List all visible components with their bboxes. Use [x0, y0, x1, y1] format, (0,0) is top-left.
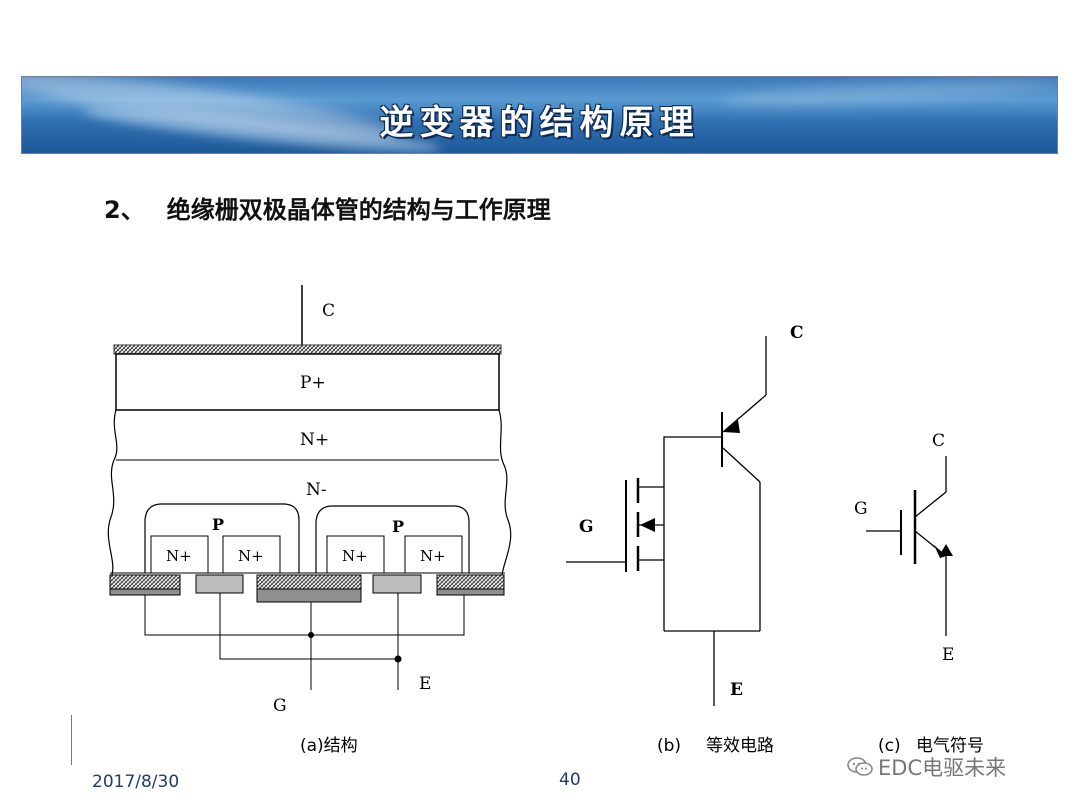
n-plus-cell-label: N+ — [420, 547, 446, 565]
n-plus-cell-label: N+ — [238, 547, 264, 565]
title-banner: 逆变器的结构原理 — [21, 76, 1058, 154]
watermark: EDC电驱未来 — [846, 752, 1006, 782]
n-plus-cell-label: N+ — [166, 547, 192, 565]
equiv-emitter-label: E — [730, 680, 743, 700]
caption-equivalent-text: 等效电路 — [706, 736, 774, 756]
p-well-left — [144, 503, 300, 573]
caption-equivalent-letter: (b) — [657, 736, 681, 756]
caption-structure: (a)结构 — [300, 736, 358, 756]
igbt-electrical-symbol: C G E (c) 电气符号 — [854, 431, 984, 756]
symbol-emitter-label: E — [942, 645, 954, 665]
symbol-collector-label: C — [932, 431, 945, 451]
p-well-right-label: P — [392, 517, 404, 536]
gate-electrode-left — [195, 574, 244, 594]
igbt-equivalent-circuit: C G E (b) 等效电路 — [566, 323, 804, 756]
p-well-left-label: P — [212, 515, 224, 534]
n-plus-cell-label: N+ — [342, 547, 368, 565]
section-number: 2、 — [104, 196, 145, 224]
gate-electrode-right — [372, 574, 422, 594]
igbt-structure-diagram: C P+ N+ N- P N+ N+ P N+ N+ — [107, 285, 512, 756]
wechat-icon — [846, 756, 874, 778]
slide-title: 逆变器的结构原理 — [379, 103, 700, 143]
p-plus-layer — [115, 353, 500, 411]
caption-symbol-letter: (c) — [878, 736, 901, 756]
caption-symbol-text: 电气符号 — [916, 736, 984, 756]
p-plus-label: P+ — [300, 373, 326, 393]
n-minus-label: N- — [306, 480, 327, 500]
collector-metal — [113, 344, 502, 355]
equiv-collector-label: C — [790, 323, 804, 343]
structure-gate-label: G — [273, 696, 287, 716]
structure-collector-label: C — [322, 301, 335, 321]
section-text: 绝缘栅双极晶体管的结构与工作原理 — [166, 196, 551, 224]
section-heading: 2、绝缘栅双极晶体管的结构与工作原理 — [104, 190, 551, 225]
footer-date: 2017/8/30 — [92, 772, 180, 792]
divider — [71, 715, 72, 765]
equiv-gate-label: G — [579, 517, 594, 537]
symbol-gate-label: G — [854, 499, 868, 519]
page-number: 40 — [559, 770, 581, 790]
watermark-text: EDC电驱未来 — [878, 756, 1007, 780]
structure-emitter-label: E — [419, 674, 431, 694]
p-well-right — [315, 505, 470, 573]
n-plus-label: N+ — [300, 430, 329, 450]
